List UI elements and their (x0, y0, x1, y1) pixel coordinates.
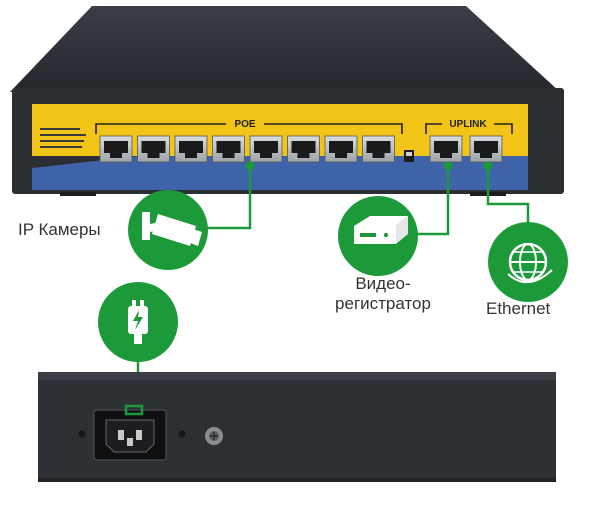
ip-camera-icon (128, 190, 208, 270)
line-to-ethernet (486, 166, 530, 228)
ethernet-globe-icon (488, 222, 568, 302)
poe-port-3[interactable] (174, 135, 208, 163)
switch-top-face (10, 6, 560, 92)
dvr-label: Видео- регистратор (318, 274, 448, 314)
switch-front: POE UPLINK (10, 6, 564, 196)
uplink1-marker (443, 161, 453, 171)
line-to-camera (204, 166, 252, 230)
power-plug-icon (98, 282, 178, 362)
uplink-port-group (429, 135, 503, 163)
poe-port-7[interactable] (324, 135, 358, 163)
poe-port-5[interactable] (249, 135, 283, 163)
switch-back-panel (38, 372, 556, 482)
poe-port-4[interactable] (212, 135, 245, 163)
ethernet-label: Ethernet (486, 299, 551, 318)
front-panel-blue (32, 156, 528, 190)
poe-port-8[interactable] (362, 135, 395, 163)
uplink-port-2[interactable] (469, 135, 503, 163)
poe-port-1[interactable] (99, 135, 133, 163)
poe-label: POE (234, 119, 255, 130)
uplink-label: UPLINK (449, 119, 487, 130)
power-socket-highlight (124, 404, 144, 416)
dvr-icon (338, 196, 418, 276)
screw-left (78, 430, 86, 438)
poe-port-marker (245, 161, 255, 171)
poe-port-6[interactable] (287, 135, 320, 163)
ip-cameras-label: IP Камеры (18, 220, 101, 239)
back-panel-body (38, 372, 556, 482)
poe-port-2[interactable] (137, 135, 170, 163)
dvr-label-line1: Видео- (355, 274, 411, 293)
uplink-port-1[interactable] (429, 135, 463, 163)
screw-right (178, 430, 186, 438)
dvr-label-line2: регистратор (335, 294, 431, 313)
panel-fine-print (40, 128, 86, 148)
line-to-dvr (414, 166, 450, 236)
poe-port-group (99, 135, 395, 163)
uplink2-marker (483, 161, 493, 171)
